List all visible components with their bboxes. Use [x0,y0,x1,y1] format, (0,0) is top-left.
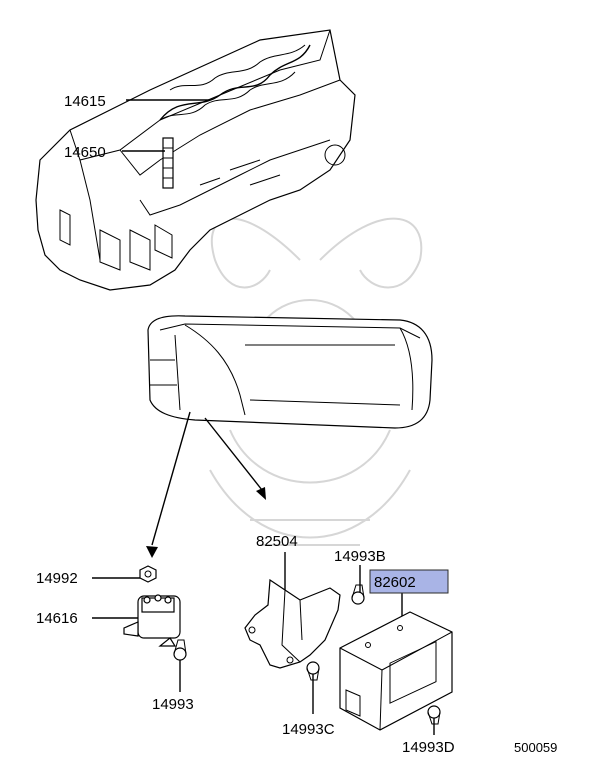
leader-lines [92,99,435,735]
relay-14616-drawing [123,565,187,661]
label-14993b[interactable]: 14993B [334,548,386,565]
label-82602[interactable]: 82602 [374,574,416,591]
part-82602-highlight [369,569,449,594]
engine-block-drawing [35,29,356,291]
label-14650[interactable]: 14650 [64,144,106,161]
control-unit-82602-drawing [339,611,453,731]
pointer-arrows [146,411,266,558]
label-14993[interactable]: 14993 [152,696,194,713]
label-14615[interactable]: 14615 [64,93,106,110]
label-14993d[interactable]: 14993D [402,739,455,756]
diagram-id: 500059 [514,740,557,755]
label-14993c[interactable]: 14993C [282,721,335,738]
van-body-drawing [147,315,433,429]
label-14992[interactable]: 14992 [36,570,78,587]
bracket-82504-drawing [244,578,365,681]
label-14616[interactable]: 14616 [36,610,78,627]
label-82504[interactable]: 82504 [256,533,298,550]
